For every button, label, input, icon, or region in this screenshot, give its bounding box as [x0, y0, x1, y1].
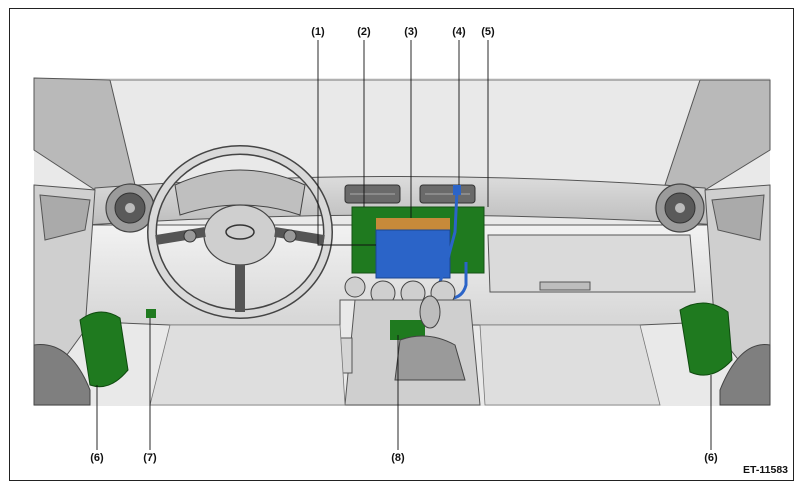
console-unit-highlight — [390, 320, 425, 340]
callout-6-right: (6) — [704, 452, 718, 464]
callout-3: (3) — [404, 26, 418, 38]
left-air-vent — [105, 183, 155, 233]
connector-highlight — [146, 309, 156, 318]
callout-5: (5) — [481, 26, 495, 38]
climate-control-knobs — [344, 276, 456, 306]
windshield-frame — [33, 77, 771, 191]
shift-knob — [419, 295, 441, 329]
callout-2: (2) — [357, 26, 371, 38]
leader-lines — [96, 40, 712, 450]
callout-7: (7) — [143, 452, 157, 464]
steering-wheel — [147, 145, 333, 319]
callout-6-left: (6) — [90, 452, 104, 464]
left-speaker-highlight — [79, 311, 129, 388]
figure-reference-id: ET-11583 — [743, 464, 788, 476]
receiver-highlight — [375, 229, 451, 279]
right-air-vent — [655, 183, 705, 233]
instrument-cluster — [174, 169, 306, 216]
glovebox — [487, 234, 696, 293]
center-air-vents — [344, 184, 476, 204]
right-speaker-highlight — [679, 302, 733, 376]
callout-4: (4) — [452, 26, 466, 38]
callout-1: (1) — [311, 26, 325, 38]
bracket-highlight — [376, 218, 450, 230]
callout-8: (8) — [391, 452, 405, 464]
